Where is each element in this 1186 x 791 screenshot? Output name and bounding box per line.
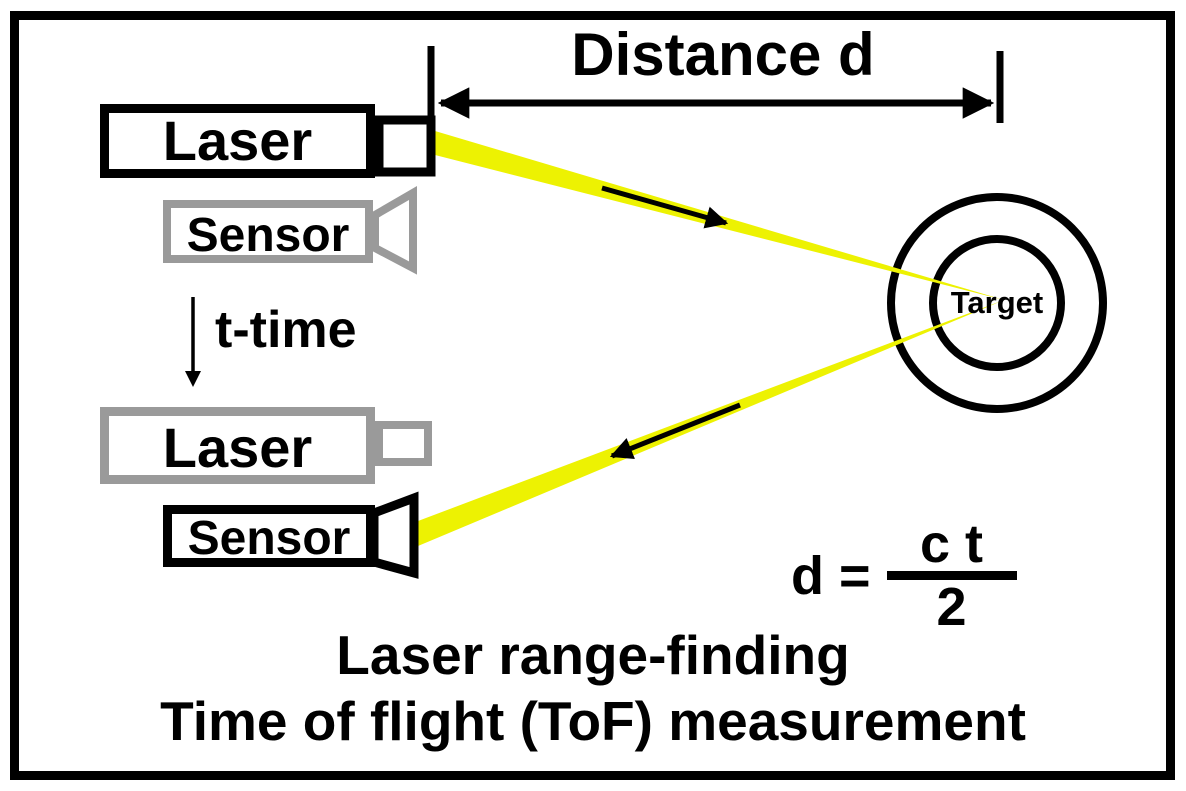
laser-top-label: Laser [162,109,313,172]
sensor-top-box [163,200,373,263]
laser-beam-return [418,300,1004,546]
laser-bottom-label: Laser [162,416,313,479]
formula-denominator: 2 [936,577,967,637]
target-label: Target [950,285,1044,320]
laser-bottom-aperture [375,421,432,466]
sensor-top-label: Sensor [186,209,350,262]
diagram-border [10,11,1175,780]
time-arrowhead-icon [185,371,201,387]
beam-direction-arrow-outgoing [601,185,729,229]
formula-lhs: d = [791,545,871,606]
sensor-bottom-label: Sensor [187,512,351,565]
laser-top-box [100,104,375,178]
sensor-top-horn [371,186,417,275]
caption-line-1: Laser range-finding [336,624,850,686]
sensor-bottom-horn [369,491,419,579]
diagram-caption: Laser range-finding Time of flight (ToF)… [11,622,1175,754]
laser-bottom-box [100,407,375,484]
caption-line-2: Time of flight (ToF) measurement [160,690,1026,752]
formula-fraction: c t 2 [886,514,1017,637]
distance-label: Distance d [571,21,875,88]
beam-direction-arrow-return [609,402,741,459]
fraction-bar [886,571,1017,580]
formula-numerator: c t [920,514,984,574]
target-inner-ring [929,235,1065,371]
laser-top-aperture [374,115,436,177]
tof-formula: d = c t 2 [791,517,1017,634]
t-time-label: t-time [215,301,357,359]
